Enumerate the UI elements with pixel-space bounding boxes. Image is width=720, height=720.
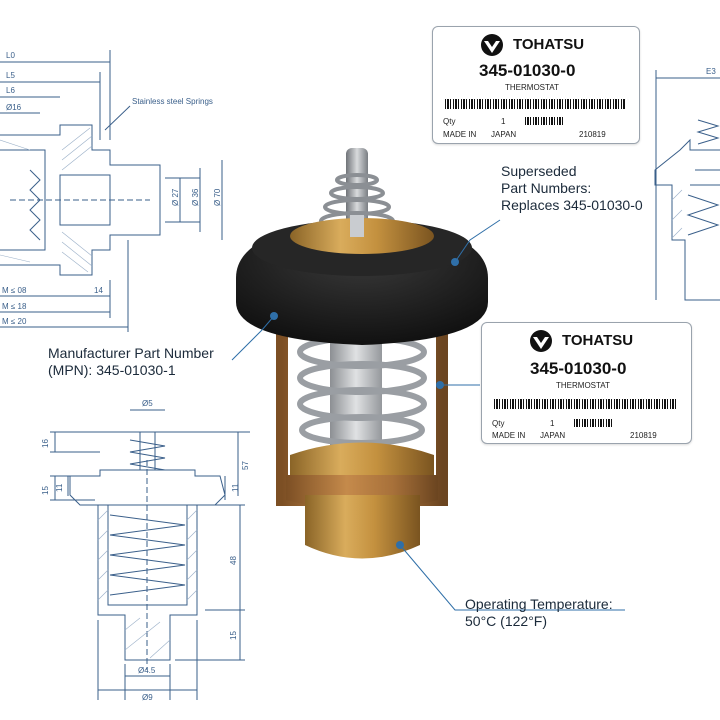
tag-bottom-description: THERMOSTAT: [556, 381, 610, 390]
dim-15-top: 15: [41, 486, 50, 495]
dim-m18: M ≤ 18: [2, 302, 27, 311]
superseded-line-1: Superseded: [501, 163, 577, 179]
tag-top-part-number: 345-01030-0: [479, 61, 576, 80]
dim-m08: M ≤ 08: [2, 286, 27, 295]
tag-bottom-qty-label: Qty: [492, 419, 505, 428]
tag-top-made-in-label: MADE IN: [443, 130, 477, 139]
tag-bottom-part-number: 345-01030-0: [530, 359, 627, 378]
dim-d4-5: Ø4.5: [138, 666, 156, 675]
pin-base: [350, 215, 364, 237]
tag-top-brand: TOHATSU: [513, 36, 585, 53]
dim-d70: Ø 70: [213, 188, 222, 206]
tag-bottom-qty-value: 1: [550, 419, 555, 428]
callout-mpn-line: [231, 315, 275, 361]
dim-l6: L6: [6, 86, 15, 95]
top-spring: [319, 173, 395, 231]
callout-mpn-dot: [270, 312, 278, 320]
callout-temperature-line: [399, 544, 625, 611]
dim-e3: E3: [706, 67, 716, 76]
tohatsu-logo-icon: [530, 330, 552, 352]
tag-top-qty-label: Qty: [443, 117, 456, 126]
superseded-label: Superseded Part Numbers: Replaces 345-01…: [501, 163, 643, 214]
superseded-line-3: Replaces 345-01030-0: [501, 197, 643, 213]
dim-l0: L0: [6, 51, 15, 60]
tag-top-made-in-value: JAPAN: [491, 130, 517, 139]
tag-bottom-made-in-value: JAPAN: [540, 431, 566, 440]
callout-tag-dot: [436, 381, 444, 389]
technical-drawing-bottom-left: Ø5 16 57 15 11 11: [41, 399, 250, 702]
brass-cylinder: [305, 495, 420, 559]
superseded-line-2: Part Numbers:: [501, 180, 592, 196]
mpn-line-2: (MPN): 345-01030-1: [48, 362, 176, 378]
product-tag-top: TOHATSU 345-01030-0 THERMOSTAT Qty 1 MAD…: [432, 26, 640, 144]
callout-superseded-line: [454, 219, 501, 263]
dim-d36: Ø 36: [191, 188, 200, 206]
tag-bottom-made-in-label: MADE IN: [492, 431, 526, 440]
dim-16: 16: [41, 439, 50, 448]
tag-top-description: THERMOSTAT: [505, 83, 559, 92]
dim-springs-note: Stainless steel Springs: [132, 97, 213, 106]
dim-14: 14: [94, 286, 103, 295]
tag-top-qty-value: 1: [501, 117, 506, 126]
dim-57: 57: [241, 461, 250, 470]
dim-l5: L5: [6, 71, 15, 80]
dim-d9: Ø9: [142, 693, 153, 702]
tag-top-qty-barcode: [525, 117, 565, 125]
tag-top-code: 210819: [579, 130, 606, 139]
tag-bottom-code: 210819: [630, 431, 657, 440]
dim-11-right: 11: [231, 483, 240, 492]
dim-d27: Ø 27: [171, 188, 180, 206]
dim-m20: M ≤ 20: [2, 317, 27, 326]
technical-drawing-right: E3: [654, 67, 720, 301]
tohatsu-logo-icon: [481, 34, 503, 56]
tag-top-barcode: [445, 99, 625, 109]
callout-temperature-dot: [396, 541, 404, 549]
technical-drawing-top-left: L0 L5 L6 Ø16 Stainless steel Springs: [0, 50, 223, 332]
product-tag-bottom: TOHATSU 345-01030-0 THERMOSTAT Qty 1 MAD…: [481, 322, 692, 444]
dim-48: 48: [229, 556, 238, 565]
mpn-line-1: Manufacturer Part Number: [48, 345, 214, 361]
center-plunger: [330, 340, 382, 450]
temperature-line-1: Operating Temperature:: [465, 596, 613, 612]
callouts: [231, 219, 625, 611]
dim-15-bottom: 15: [229, 631, 238, 640]
mpn-label: Manufacturer Part Number (MPN): 345-0103…: [48, 345, 214, 379]
dim-d16: Ø16: [6, 103, 22, 112]
callout-superseded-dot: [451, 258, 459, 266]
temperature-label: Operating Temperature: 50°C (122°F): [465, 596, 613, 630]
tag-bottom-barcode: [494, 399, 676, 409]
thermostat-photo: [236, 148, 488, 559]
dim-d5: Ø5: [142, 399, 153, 408]
tag-bottom-qty-barcode: [574, 419, 614, 427]
dim-11-left: 11: [55, 483, 64, 492]
tag-bottom-brand: TOHATSU: [562, 332, 634, 349]
temperature-line-2: 50°C (122°F): [465, 613, 548, 629]
